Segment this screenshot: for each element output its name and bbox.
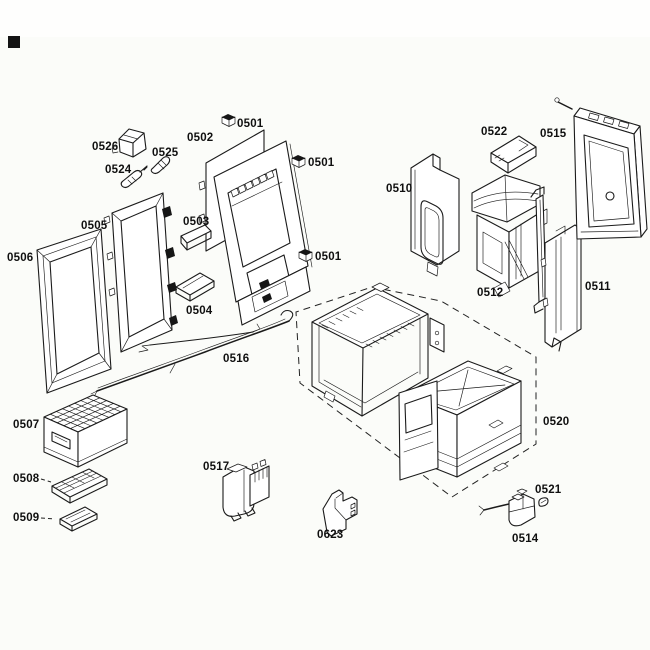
part-0526-switch	[111, 128, 147, 158]
part-label-0623: 0623	[317, 529, 343, 541]
part-label-0508: 0508	[13, 473, 40, 485]
part-label-0516: 0516	[223, 353, 249, 365]
part-label-0504: 0504	[186, 305, 213, 317]
part-label-0503: 0503	[183, 216, 209, 228]
part-0623-bracket	[322, 489, 358, 537]
part-label-0517: 0517	[203, 461, 229, 473]
part-label-0514: 0514	[512, 533, 539, 545]
part-label-0510: 0510	[386, 183, 412, 195]
part-label-0501-right: 0501	[308, 157, 335, 169]
part-label-0521: 0521	[535, 484, 562, 496]
part-0524-lamp	[120, 165, 148, 189]
part-0517-container	[222, 459, 270, 522]
part-label-0505: 0505	[81, 220, 108, 232]
part-label-0512: 0512	[477, 287, 503, 299]
part-0516-wire-harness	[90, 309, 294, 398]
part-0525-lamp	[150, 156, 171, 175]
part-label-0524: 0524	[105, 164, 132, 176]
part-0520-bin	[398, 360, 522, 481]
part-0514-pump	[478, 488, 536, 527]
assembly-group-boundary	[295, 286, 537, 498]
part-0509-strip	[40, 506, 98, 532]
part-0507-drawer	[43, 394, 128, 468]
fastener-cube-icon-top	[221, 114, 236, 127]
part-label-0525: 0525	[152, 147, 179, 159]
part-0522-wedge	[490, 135, 537, 174]
part-0505-frame	[103, 192, 178, 353]
part-0506-frame	[36, 228, 112, 394]
part-0511-panel	[540, 224, 582, 352]
part-label-0526: 0526	[92, 141, 118, 153]
part-0504-clip	[175, 272, 215, 302]
fastener-cube-icon-right	[291, 155, 306, 168]
part-label-0501-lower: 0501	[315, 251, 342, 263]
callout-labels: 0526 0525 0524 0502 0501 0501 0501 0503 …	[7, 118, 611, 545]
part-0512-module	[471, 174, 548, 298]
part-label-0501-top: 0501	[237, 118, 264, 130]
fastener-cube-icon-lower	[298, 249, 313, 262]
part-label-0506: 0506	[7, 252, 33, 264]
part-label-0509: 0509	[13, 512, 39, 524]
part-0508-tray	[40, 468, 108, 504]
part-label-0511: 0511	[585, 281, 611, 293]
part-0503-plate	[180, 224, 212, 251]
part-label-0522: 0522	[481, 126, 507, 138]
part-liner-box	[311, 282, 445, 417]
part-0510-panel	[410, 153, 460, 277]
part-0502-cover-assembly	[198, 129, 313, 326]
part-label-0502: 0502	[187, 132, 213, 144]
part-0521-grommet	[538, 497, 549, 507]
part-label-0520: 0520	[543, 416, 569, 428]
part-label-0507: 0507	[13, 419, 39, 431]
part-label-0515: 0515	[540, 128, 567, 140]
part-0515-door	[554, 97, 648, 240]
registration-mark	[8, 36, 20, 48]
